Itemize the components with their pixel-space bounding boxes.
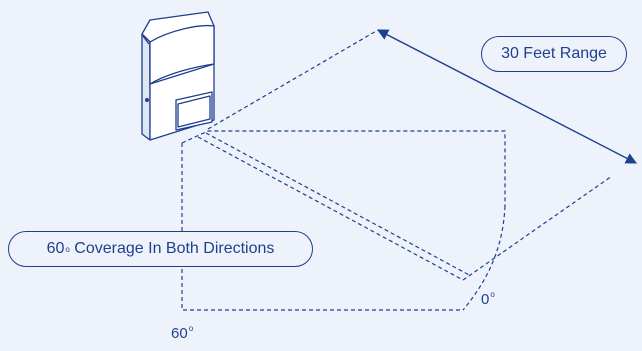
angle-zero-value: 0 — [481, 291, 490, 308]
angle-sixty-label: 60o — [171, 324, 194, 342]
coverage-angle-value: 60 — [46, 240, 65, 257]
angle-sixty-value: 60 — [171, 325, 188, 342]
cone-double-line-b — [205, 132, 472, 277]
cone-double-line-a — [197, 136, 464, 281]
motion-sensor-icon — [141, 11, 215, 141]
front-coverage-zone — [197, 29, 613, 281]
cone-lower-far-edge — [462, 175, 613, 281]
side-boundary-top — [181, 130, 506, 206]
range-arrow — [377, 29, 637, 164]
angle-zero-label: 0o — [481, 290, 495, 308]
side-boundary-left-bottom — [181, 143, 463, 311]
coverage-degree-mark: o — [65, 244, 70, 254]
angle-sixty-degree-mark: o — [188, 324, 194, 333]
cone-upper-edge — [207, 29, 379, 130]
side-arc — [462, 205, 506, 311]
range-label: 30 Feet Range — [501, 45, 607, 62]
angle-zero-degree-mark: o — [490, 290, 495, 299]
range-label-pill: 30 Feet Range — [481, 36, 627, 72]
side-coverage-zone — [181, 130, 506, 311]
coverage-label-text: Coverage In Both Directions — [74, 240, 275, 257]
